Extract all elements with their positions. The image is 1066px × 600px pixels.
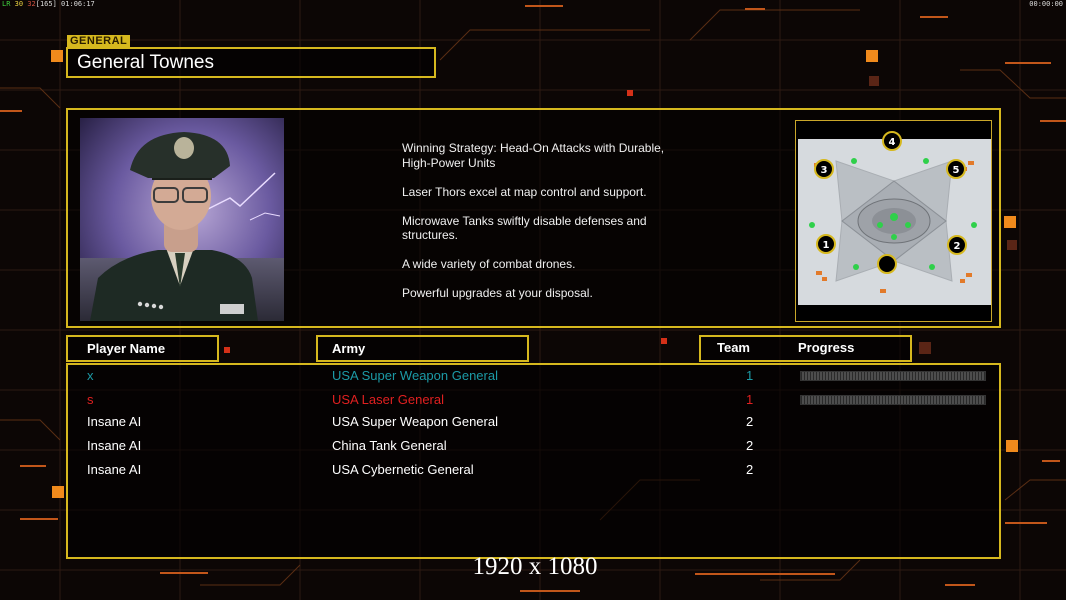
player-name: x [87, 368, 94, 383]
hud-label: LR [2, 0, 11, 8]
hud-fps-max: 32 [27, 0, 36, 8]
feature-text: Laser Thors excel at map control and sup… [402, 184, 647, 199]
general-portrait [80, 118, 284, 321]
player-name: Insane AI [87, 462, 142, 477]
player-row: Insane AI China Tank General 2 [68, 435, 998, 457]
team-header: Team [717, 340, 750, 355]
feature-text: A wide variety of combat drones. [402, 257, 576, 271]
start-position-label: 1 [823, 240, 830, 251]
player-name: Insane AI [87, 438, 142, 453]
loading-progress-bar [800, 371, 986, 381]
map-preview: 1 2 3 4 5 [795, 120, 992, 322]
player-army: USA Laser General [332, 392, 445, 407]
start-position-label: 4 [889, 137, 896, 148]
start-position-label: 2 [954, 241, 961, 252]
player-name: s [87, 392, 94, 407]
player-slots-panel: x USA Super Weapon General 1 s USA Laser… [66, 363, 1001, 559]
player-team: 2 [746, 414, 754, 429]
resolution-label: 1920 x 1080 [472, 553, 598, 580]
player-army: USA Super Weapon General [332, 368, 498, 383]
hud-clock: 01:06:17 [61, 0, 95, 8]
general-name: General Townes [66, 47, 436, 78]
player-row: Insane AI USA Cybernetic General 2 [68, 459, 998, 481]
hud-fps: 30 [14, 0, 24, 8]
hud-frame-count: [165] [35, 0, 57, 8]
player-name-header: Player Name [66, 335, 219, 362]
army-header: Army [316, 335, 529, 362]
progress-header: Progress [798, 340, 855, 355]
player-army: USA Cybernetic General [332, 462, 474, 477]
player-name: Insane AI [87, 414, 142, 429]
player-army: China Tank General [332, 438, 447, 453]
general-info-panel: Winning Strategy: Head-On Attacks with D… [66, 108, 1001, 328]
general-tag: GENERAL [67, 35, 131, 48]
player-row: s USA Laser General 1 [68, 389, 998, 411]
game-timer: 00:00:00 [1029, 0, 1063, 8]
start-position-label: 3 [821, 165, 828, 176]
fps-counter: LR 30 32[165] 01:06:17 [2, 0, 95, 8]
general-description: Winning Strategy: Head-On Attacks with D… [402, 141, 702, 315]
team-progress-header: Team Progress [699, 335, 912, 362]
feature-text: Microwave Tanks swiftly disable defenses… [402, 213, 647, 243]
player-army: USA Super Weapon General [332, 414, 498, 429]
player-team: 1 [746, 392, 754, 407]
player-row: x USA Super Weapon General 1 [68, 365, 998, 387]
player-team: 2 [746, 462, 754, 477]
start-position-label: 5 [953, 165, 960, 176]
loading-progress-bar [800, 395, 986, 405]
strategy-text: Winning Strategy: Head-On Attacks with D… [402, 141, 665, 170]
feature-text: Powerful upgrades at your disposal. [402, 286, 593, 300]
player-team: 1 [746, 368, 754, 383]
player-row: Insane AI USA Super Weapon General 2 [68, 411, 998, 433]
player-team: 2 [746, 438, 754, 453]
